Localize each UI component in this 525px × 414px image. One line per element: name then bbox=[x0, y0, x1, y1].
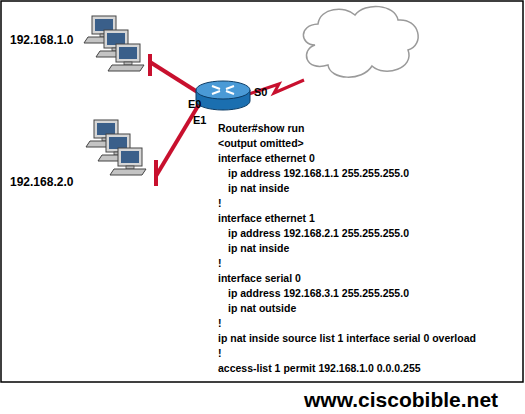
config-line: access-list 1 permit 192.168.1.0 0.0.0.2… bbox=[218, 362, 421, 375]
interface-name: E0 bbox=[188, 97, 201, 111]
config-line: interface serial 0 bbox=[218, 272, 301, 285]
subnet-group: 192.168.1.0 bbox=[8, 12, 146, 78]
interface-name: E1 bbox=[193, 113, 206, 127]
watermark: www.ciscobible.net bbox=[304, 387, 498, 413]
frame-border bbox=[1, 1, 523, 382]
ethernet-link bbox=[150, 62, 199, 93]
interface-name: S0 bbox=[254, 85, 267, 99]
config-line: ! bbox=[218, 197, 222, 210]
config-line: ip nat inside bbox=[228, 182, 289, 195]
config-line: interface ethernet 0 bbox=[218, 152, 315, 165]
subnet-group: 192.168.2.0 bbox=[8, 116, 150, 188]
config-line: ip address 192.168.3.1 255.255.255.0 bbox=[228, 287, 409, 300]
pc-stack bbox=[86, 120, 146, 175]
wan-cloud bbox=[303, 6, 418, 77]
ethernet-link bbox=[156, 101, 201, 176]
router-symbol bbox=[196, 81, 250, 110]
config-line: interface ethernet 1 bbox=[218, 212, 315, 225]
config-line: ! bbox=[218, 347, 222, 360]
config-line: ! bbox=[218, 317, 222, 330]
config-line: ip nat inside bbox=[228, 242, 289, 255]
network-address: 192.168.2.0 bbox=[10, 175, 73, 189]
config-line: ip nat inside source list 1 interface se… bbox=[218, 332, 476, 345]
config-line: <output omitted> bbox=[218, 137, 304, 150]
config-line: ! bbox=[218, 257, 222, 270]
config-line: ip nat outside bbox=[228, 302, 296, 315]
config-line: ip address 192.168.1.1 255.255.255.0 bbox=[228, 167, 409, 180]
config-line: ip address 192.168.2.1 255.255.255.0 bbox=[228, 227, 409, 240]
config-line: Router#show run bbox=[218, 122, 304, 135]
network-address: 192.168.1.0 bbox=[10, 33, 73, 47]
pc-stack bbox=[84, 16, 144, 71]
